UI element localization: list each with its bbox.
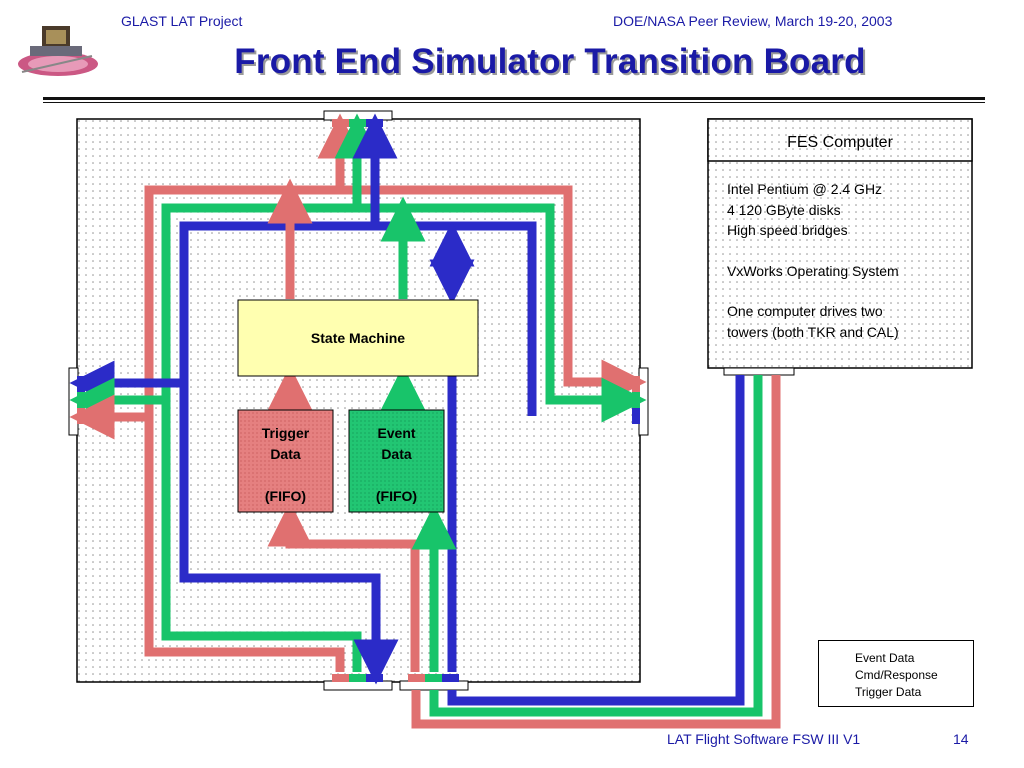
project-name: GLAST LAT Project <box>121 13 243 29</box>
bottom-connector-right <box>399 680 469 691</box>
trigger-data-loop <box>144 185 647 672</box>
left-connector <box>68 367 79 436</box>
trigger-fifo-box <box>237 409 334 513</box>
trigger-cable <box>411 375 781 729</box>
trigger-fifo-line2: Data <box>270 446 301 462</box>
glast-logo-icon <box>18 26 98 76</box>
fes-spec-disks: 4 120 GByte disks <box>727 202 841 218</box>
legend-cmd-response: Cmd/Response <box>855 668 938 682</box>
fes-computer-title: FES Computer <box>787 134 893 151</box>
event-fifo-line1: Event <box>377 425 416 441</box>
event-fifo-box <box>348 409 445 513</box>
legend-event-data: Event Data <box>855 651 915 665</box>
bottom-connector-left <box>323 680 393 691</box>
trigger-fifo-label: Trigger Data (FIFO) <box>238 423 333 507</box>
fes-connector <box>723 367 795 376</box>
fes-spec-bridges: High speed bridges <box>727 222 848 238</box>
right-connector <box>638 367 649 436</box>
title-rule-thin <box>43 102 985 103</box>
fes-spec-os: VxWorks Operating System <box>727 263 899 279</box>
review-name: DOE/NASA Peer Review, March 19-20, 2003 <box>613 13 893 29</box>
event-fifo-label: Event Data (FIFO) <box>349 423 444 507</box>
cmd-cable <box>447 375 745 706</box>
trigger-input-line <box>267 501 420 672</box>
trigger-fifo-line3: (FIFO) <box>264 488 307 504</box>
left-connector-stubs <box>77 376 85 424</box>
page-number: 14 <box>953 731 969 747</box>
fes-note-line2: towers (both TKR and CAL) <box>727 324 899 340</box>
right-connector-stubs <box>632 376 640 424</box>
title-rule <box>43 97 985 100</box>
event-cable <box>429 375 763 717</box>
event-data-loop <box>161 203 647 672</box>
bottom-left-connector-stubs <box>332 674 383 682</box>
top-connector-stubs <box>332 119 383 127</box>
trigger-fifo-line1: Trigger <box>261 425 310 441</box>
bottom-right-connector-stubs <box>408 674 459 682</box>
event-fifo-line3: (FIFO) <box>375 488 418 504</box>
fes-spec-cpu: Intel Pentium @ 2.4 GHz <box>727 181 883 197</box>
cmd-response-loop <box>179 221 537 685</box>
legend: Event Data Cmd/Response Trigger Data <box>818 640 974 707</box>
state-machine-label: State Machine <box>310 330 406 346</box>
top-connector <box>323 110 393 121</box>
slide-title: Front End Simulator Transition Board <box>234 42 866 81</box>
legend-trigger-data: Trigger Data <box>855 685 922 699</box>
fes-note-line1: One computer drives two <box>727 303 883 319</box>
footer-title: LAT Flight Software FSW III V1 <box>667 731 861 747</box>
event-fifo-line2: Data <box>381 446 412 462</box>
fes-title-bar <box>707 118 973 162</box>
state-machine-box <box>237 299 479 377</box>
